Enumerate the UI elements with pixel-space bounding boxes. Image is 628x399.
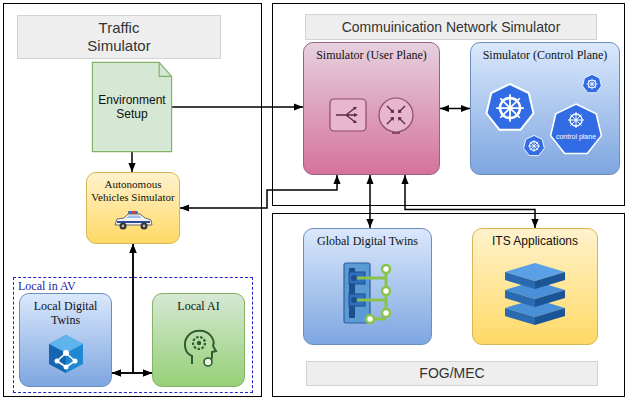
icon bbox=[500, 261, 570, 325]
header-band: Traffic Simulator bbox=[17, 15, 221, 59]
connector bbox=[112, 372, 152, 374]
connector bbox=[405, 175, 535, 228]
node-label: Environment Setup bbox=[96, 93, 168, 122]
node-label: Simulator (User Plane) bbox=[308, 48, 435, 62]
node-label: Simulator (Control Plane) bbox=[475, 48, 615, 62]
document-shape: Environment Setup bbox=[92, 62, 172, 152]
icon-caption: control plane bbox=[549, 133, 603, 140]
process-box: Global Digital Twins bbox=[303, 228, 432, 345]
icon bbox=[178, 326, 220, 368]
connector bbox=[369, 175, 371, 228]
node-label: Local AI bbox=[157, 299, 240, 313]
process-box: Simulator (Control Plane) control plane bbox=[470, 42, 620, 175]
node-label: ITS Applications bbox=[477, 234, 593, 248]
node-label: Autonomous Vehicles Simulator bbox=[91, 178, 175, 204]
connector bbox=[180, 175, 337, 208]
group-box: Local Digital Twins Local AI Local in AV bbox=[13, 277, 253, 393]
process-box: Local Digital Twins bbox=[19, 293, 112, 387]
process-box: ITS Applications bbox=[472, 228, 598, 345]
node-label: Local Digital Twins bbox=[24, 299, 107, 328]
header-band: Commuinication Network Simulator bbox=[305, 14, 597, 40]
connector bbox=[172, 106, 303, 108]
process-box: Local AI bbox=[152, 293, 245, 387]
connector bbox=[131, 152, 133, 172]
group-label: Local in AV bbox=[18, 279, 248, 293]
connector bbox=[440, 108, 470, 110]
node-label: Global Digital Twins bbox=[308, 234, 427, 248]
icon bbox=[322, 95, 422, 135]
icon bbox=[112, 210, 154, 232]
connector bbox=[133, 244, 152, 373]
simulator-panel: Environment SetupAutonomous Vehicles Sim… bbox=[3, 3, 262, 397]
platform-panel: Global Digital Twins ITS ApplicationsFOG/… bbox=[272, 213, 625, 397]
icon bbox=[45, 333, 87, 375]
simulator-panel: Simulator (User Plane) Simulator (Control… bbox=[272, 3, 625, 206]
icon bbox=[480, 72, 610, 158]
panel-title: Traffic Simulator bbox=[74, 19, 164, 55]
icon bbox=[340, 261, 396, 325]
panel-title: Commuinication Network Simulator bbox=[342, 19, 561, 36]
panel-title: FOG/MEC bbox=[419, 365, 484, 382]
header-band: FOG/MEC bbox=[306, 361, 598, 386]
process-box: Simulator (User Plane) bbox=[303, 42, 440, 175]
process-box: Autonomous Vehicles Simulator bbox=[86, 172, 180, 244]
connector bbox=[112, 244, 133, 373]
